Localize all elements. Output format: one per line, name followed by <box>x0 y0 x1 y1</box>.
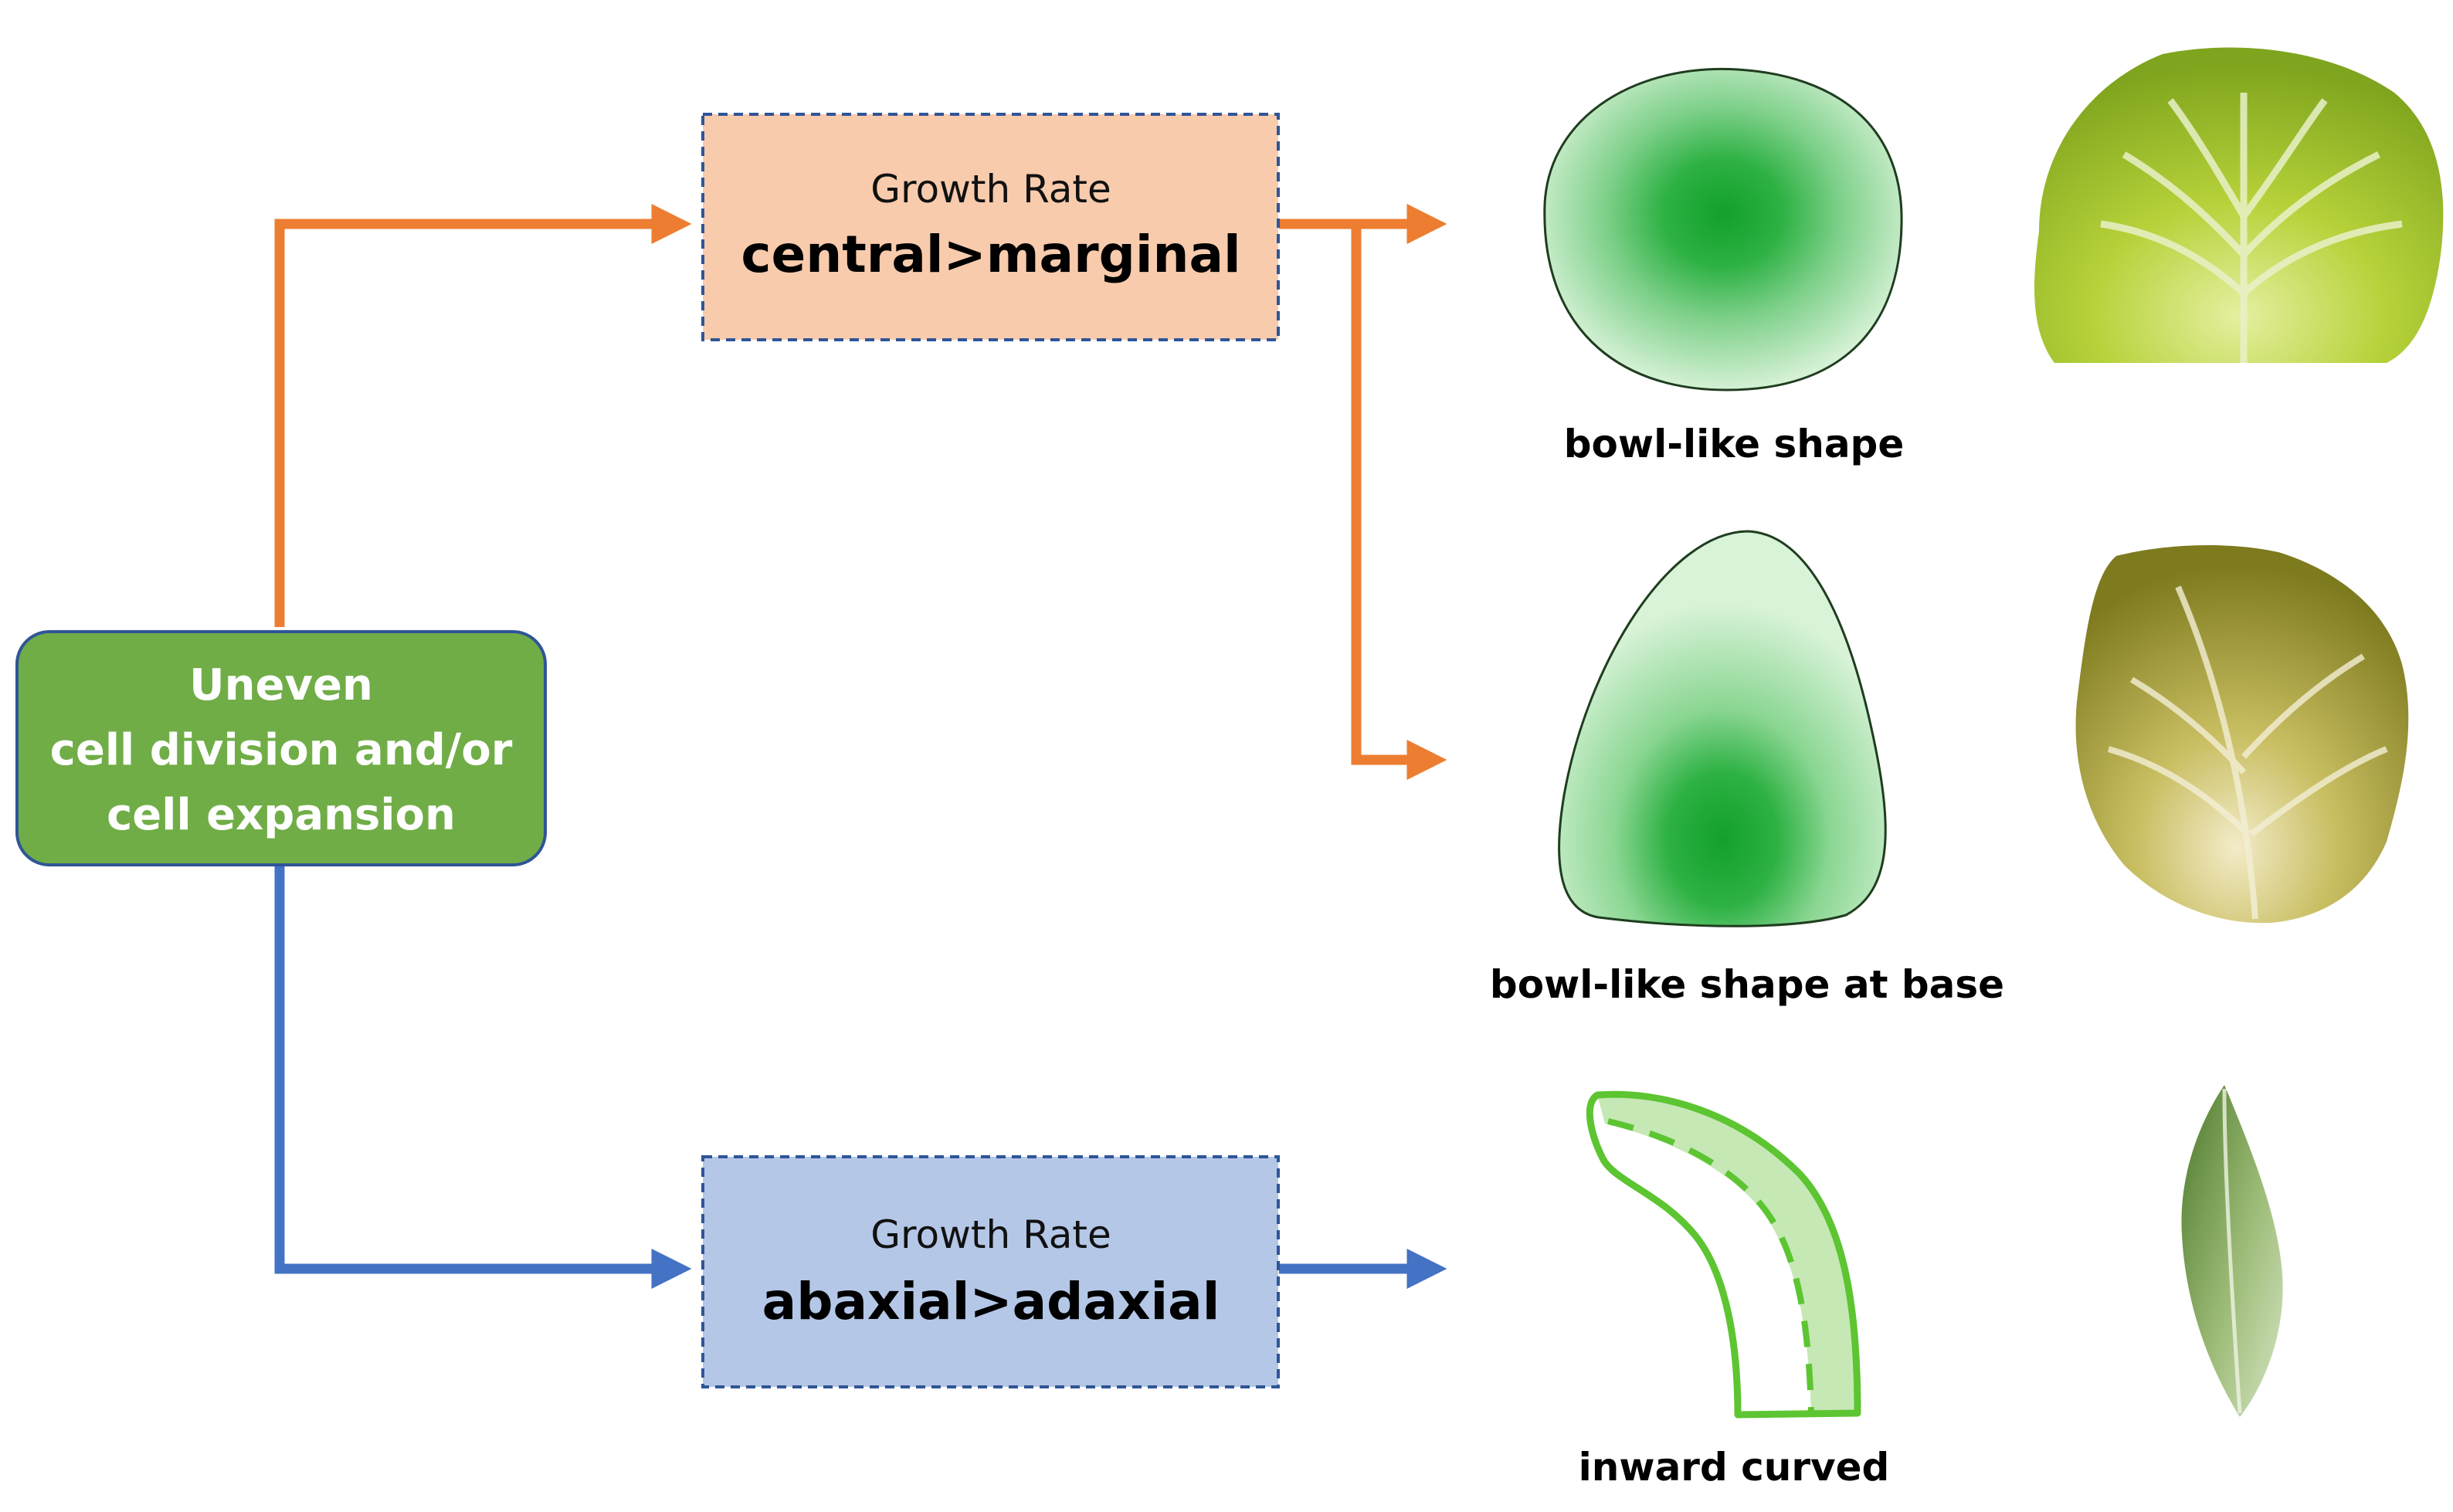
rate-title: Growth Rate <box>870 167 1111 212</box>
source-line-3: cell expansion <box>107 790 456 840</box>
rate-rule: abaxial>adaxial <box>762 1272 1220 1331</box>
outcome-label: inward curved <box>1579 1445 1890 1490</box>
cabbage-leaf-photo-base-icon <box>2075 544 2409 924</box>
cabbage-leaf-photo-bowl-icon <box>2034 47 2444 364</box>
central-to-base-arrow <box>1351 224 1447 780</box>
base-bowl-leaf-diagram-icon <box>1558 530 1887 927</box>
inward-curved-leaf-diagram-icon <box>1586 1090 1861 1419</box>
rate-box-abaxial-adaxial: Growth Rate abaxial>adaxial <box>701 1155 1280 1388</box>
bowl-leaf-diagram-icon <box>1543 67 1903 392</box>
orange-connectors <box>274 204 1447 780</box>
blue-connectors <box>274 865 1447 1289</box>
rate-box-central-marginal: Growth Rate central>marginal <box>701 113 1280 341</box>
source-line-2: cell division and/or <box>50 725 513 775</box>
source-box: Uneven cell division and/or cell expansi… <box>15 630 547 866</box>
rate-title: Growth Rate <box>870 1212 1111 1257</box>
rate-rule: central>marginal <box>741 225 1240 284</box>
outcome-label: bowl-like shape at base <box>1490 962 2004 1007</box>
source-line-1: Uneven <box>189 660 373 710</box>
cabbage-leaf-photo-curved-icon <box>2181 1085 2283 1417</box>
outcome-label: bowl-like shape <box>1564 422 1905 466</box>
source-to-abaxial-arrow <box>274 865 692 1289</box>
source-to-central-arrow <box>274 204 692 627</box>
